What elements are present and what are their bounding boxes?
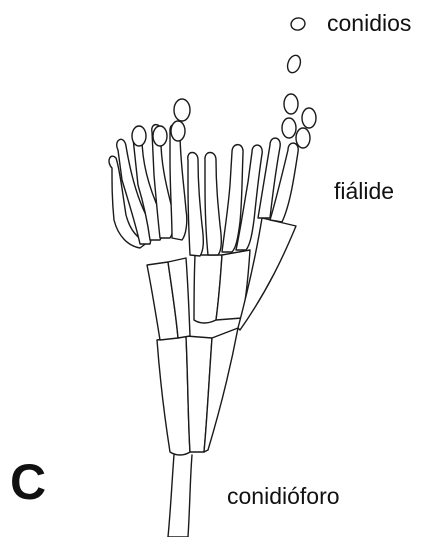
conidium xyxy=(284,94,298,114)
rami xyxy=(147,218,296,455)
conidium xyxy=(174,99,190,121)
label-fialide: fiálide xyxy=(334,178,394,205)
conidium xyxy=(285,53,302,74)
conidium xyxy=(296,128,310,148)
conidia-chain-right xyxy=(282,16,316,148)
label-conidios: conidios xyxy=(327,10,411,37)
conidium xyxy=(290,16,307,31)
conidium xyxy=(302,108,316,128)
conidium xyxy=(282,118,296,138)
conidia-chain-left xyxy=(132,99,190,146)
phialide xyxy=(205,153,221,256)
stipe xyxy=(168,455,192,537)
conidium xyxy=(132,126,146,146)
ramus-left-lower xyxy=(157,336,190,455)
conidium xyxy=(153,126,167,146)
conidium xyxy=(171,121,185,141)
panel-letter: C xyxy=(10,453,46,511)
phialide xyxy=(188,153,204,257)
label-conidioforo: conidióforo xyxy=(227,483,340,510)
